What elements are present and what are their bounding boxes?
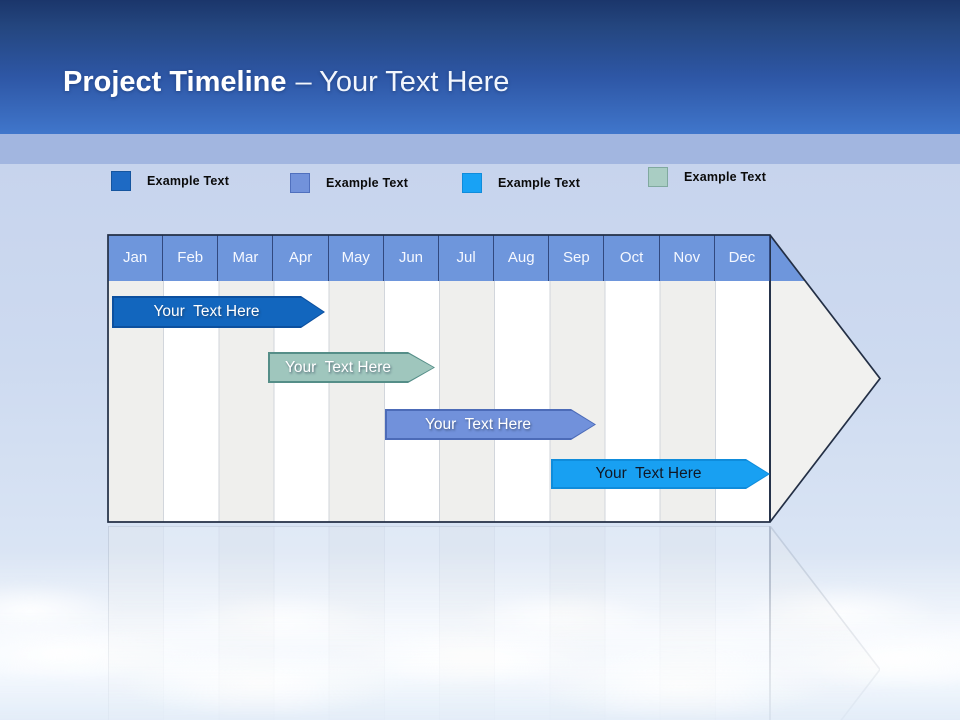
legend-swatch-dark-blue — [111, 170, 131, 191]
month-cell-aug: Aug — [494, 235, 550, 281]
timeline-bar-1[interactable]: Your Text Here — [112, 296, 325, 328]
timeline-bar-fill — [114, 298, 324, 327]
timeline-bar-fill — [387, 411, 595, 439]
legend-swatch-azure — [462, 172, 482, 193]
title-banner — [0, 0, 960, 134]
timeline-bar-label: Your Text Here — [595, 465, 702, 482]
month-cell-apr: Apr — [274, 235, 329, 281]
legend-swatch-cornflower — [290, 172, 310, 193]
timeline-bar-label: Your Text Here — [425, 415, 531, 433]
month-cell-jul: Jul — [439, 235, 495, 281]
timeline-bar-fill — [270, 354, 434, 382]
slide-title-rest: – Your Text Here — [295, 66, 510, 98]
month-cell-oct: Oct — [605, 235, 660, 281]
month-cell-nov: Nov — [660, 235, 715, 281]
timeline-bar-label: Your Text Here — [153, 303, 260, 320]
month-cell-dec: Dec — [715, 235, 770, 281]
month-cell-mar: Mar — [218, 235, 274, 281]
timeline-bar-label: Your Text Here — [285, 358, 391, 376]
legend-label-4: Example Text — [684, 169, 767, 184]
legend-swatch-sage — [648, 166, 668, 187]
legend-label-2: Example Text — [326, 175, 409, 190]
timeline-bar-2[interactable]: Your Text Here — [268, 352, 435, 383]
timeline-bar-3[interactable]: Your Text Here — [385, 409, 596, 440]
legend-item-2[interactable]: Example Text — [290, 172, 408, 193]
legend-label-1: Example Text — [147, 173, 230, 188]
slide-title-bold: Project Timeline — [63, 66, 287, 98]
month-cell-sep: Sep — [549, 235, 605, 281]
month-cell-may: May — [329, 235, 384, 281]
legend-label-3: Example Text — [498, 175, 581, 190]
divider-band — [0, 134, 960, 164]
month-cell-feb: Feb — [163, 235, 219, 281]
legend-item-4[interactable]: Example Text — [648, 166, 766, 187]
clouds-lower — [0, 612, 960, 720]
timeline-bar-fill — [553, 461, 769, 488]
slide-title[interactable]: Project Timeline– Your Text Here — [63, 62, 509, 102]
month-cell-jun: Jun — [384, 235, 439, 281]
timeline-bar-4[interactable]: Your Text Here — [551, 459, 770, 489]
month-cell-jan: Jan — [108, 235, 164, 281]
legend-item-3[interactable]: Example Text — [462, 172, 580, 193]
legend-item-1[interactable]: Example Text — [111, 170, 229, 191]
